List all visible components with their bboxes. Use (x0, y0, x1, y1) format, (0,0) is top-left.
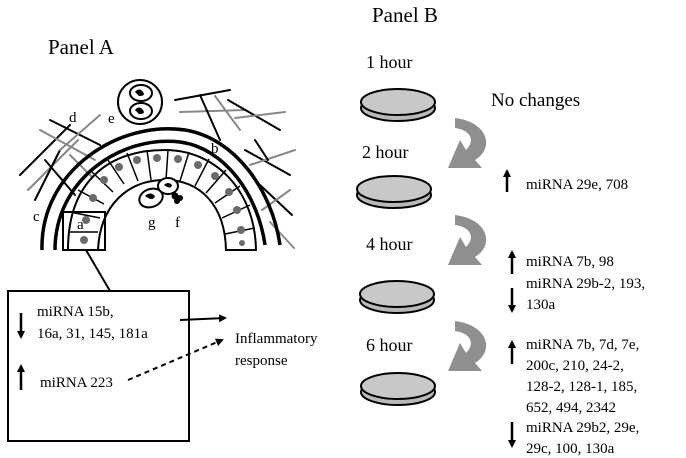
label-a: a (77, 217, 84, 233)
h4-down-line-2: 130a (526, 297, 556, 313)
immune-cells-g-f (138, 177, 183, 209)
dish-1-hour (360, 88, 436, 122)
curved-arrow-icon (448, 118, 487, 168)
zoom-region-box (62, 211, 106, 251)
h4-down-line-1: miRNA 29b-2, 193, (526, 276, 645, 292)
no-changes-text: No changes (491, 90, 580, 111)
h6-up-line-1: miRNA 7b, 7d, 7e, (526, 337, 639, 353)
label-g: g (148, 215, 156, 231)
solid-arrow-to-response (179, 314, 227, 323)
time-label-2: 2 hour (362, 142, 409, 162)
panel-a-title: Panel A (48, 35, 115, 59)
epithelial-layer (66, 148, 258, 251)
h6-up-line-3: 128-2, 128-1, 185, (526, 379, 637, 395)
immune-cell-cluster-e (117, 79, 163, 125)
label-b: b (211, 141, 219, 157)
outer-membrane (40, 127, 282, 251)
curved-arrow-icon (448, 215, 487, 265)
box-mirna-up: miRNA 223 (40, 375, 113, 391)
culture-dishes (356, 88, 436, 406)
dashed-arrow-to-response (127, 338, 224, 381)
time-label-3: 4 hour (366, 234, 413, 254)
time-label-4: 6 hour (366, 335, 413, 355)
mirna-detail-box (7, 290, 190, 442)
label-e: e (108, 111, 115, 127)
label-f: f (175, 215, 180, 231)
curved-progression-arrows (448, 118, 487, 371)
box-mirna-line-2: 16a, 31, 145, 181a (37, 326, 148, 342)
curved-arrow-icon (448, 321, 487, 371)
label-d: d (69, 110, 77, 126)
dish-4-hour (359, 280, 435, 314)
h2-up-text: miRNA 29e, 708 (526, 177, 628, 193)
dish-2-hour (356, 175, 432, 209)
box-mirna-line-1: miRNA 15b, (37, 304, 114, 320)
h6-down-line-2: 29c, 100, 130a (526, 441, 615, 457)
dish-6-hour (360, 372, 436, 406)
zoom-connector (85, 249, 111, 292)
panel-b-title: Panel B (372, 3, 438, 27)
time-label-1: 1 hour (366, 52, 413, 72)
h4-up-text: miRNA 7b, 98 (526, 254, 614, 270)
label-c: c (33, 209, 40, 225)
h6-up-line-2: 200c, 210, 24-2, (526, 358, 624, 374)
h6-up-line-4: 652, 494, 2342 (526, 400, 616, 416)
inflammatory-line-2: response (235, 353, 288, 369)
extracellular-fibers (19, 89, 296, 249)
h6-down-line-1: miRNA 29b2, 29e, (526, 420, 639, 436)
inflammatory-line-1: Inflammatory (235, 331, 318, 347)
